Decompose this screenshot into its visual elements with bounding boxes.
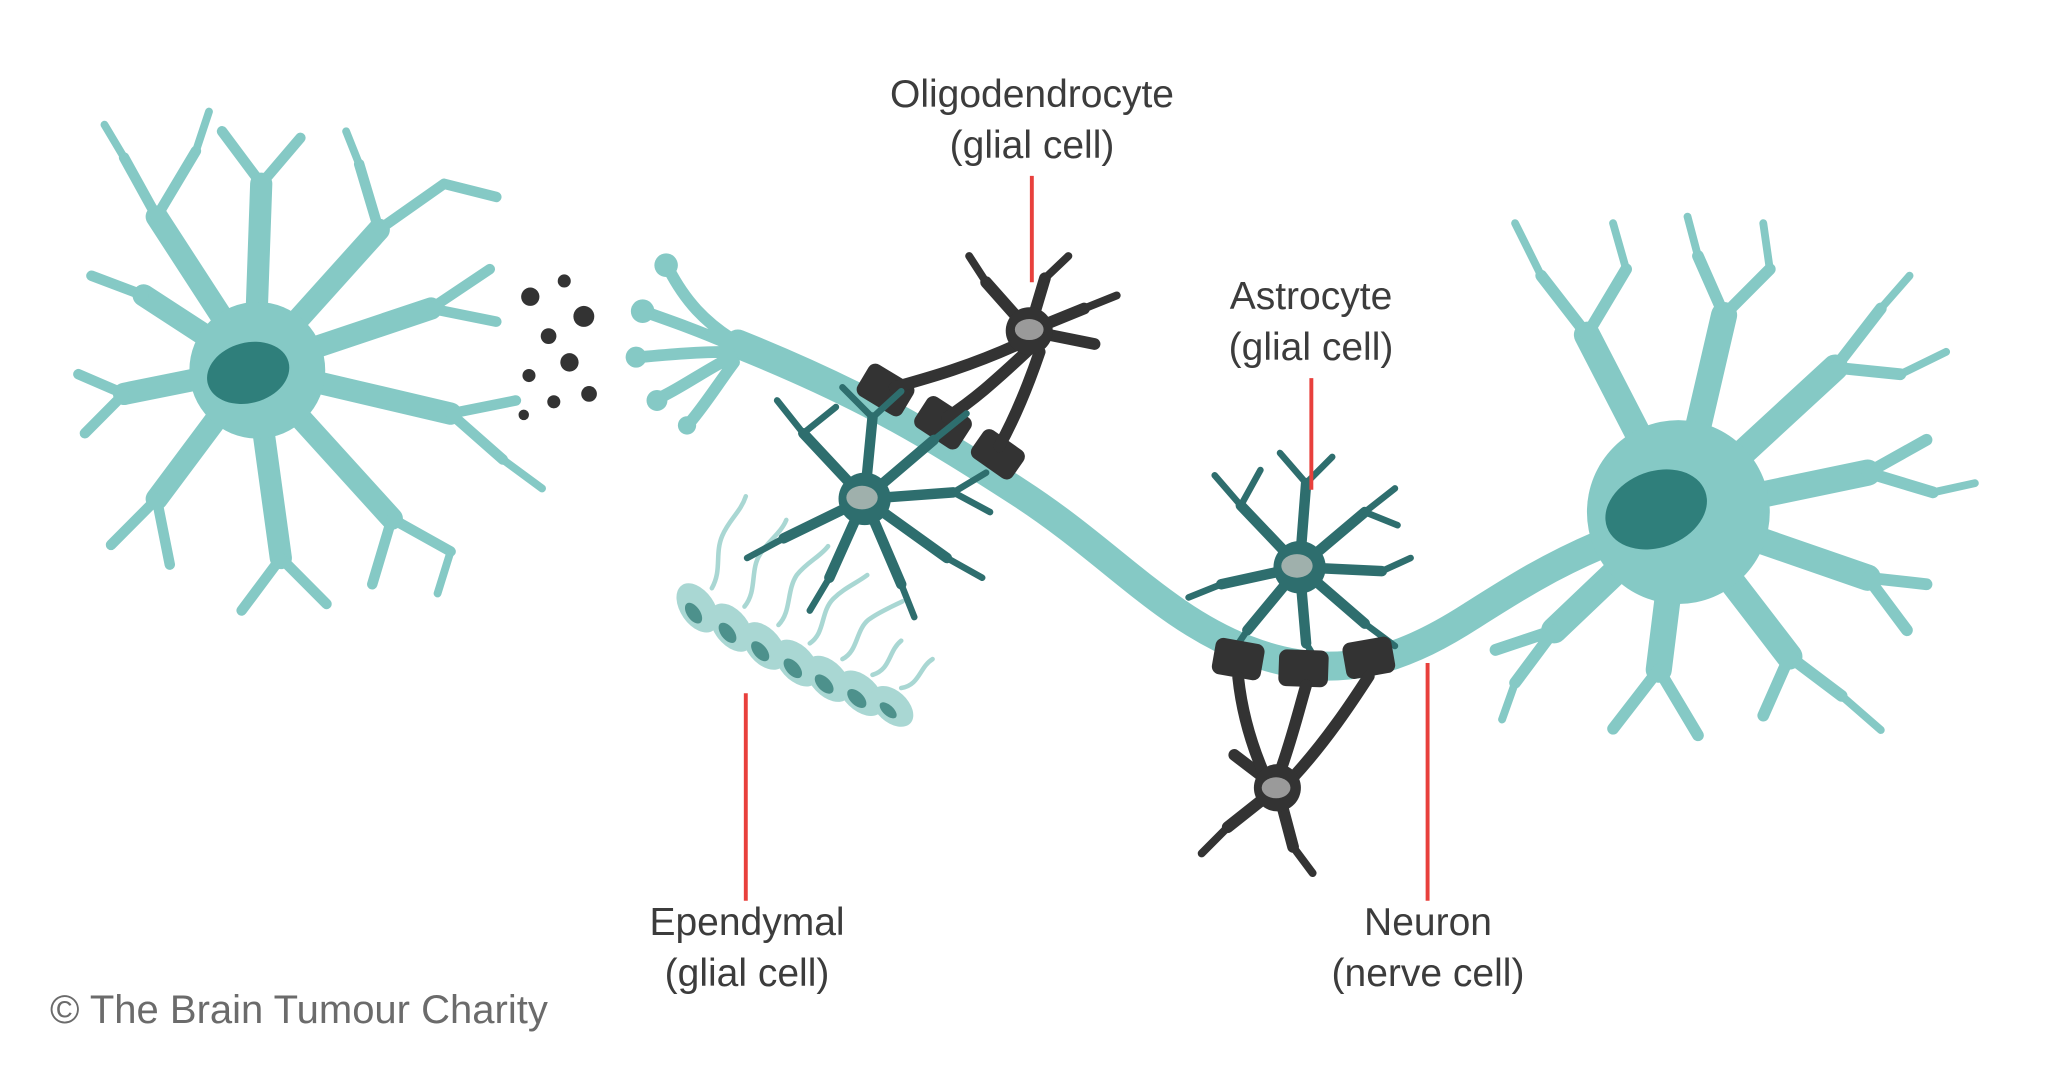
neurotransmitter-dot: [518, 409, 529, 421]
astrocyte-label-title: Astrocyte: [1229, 275, 1393, 318]
neurotransmitter-dot: [557, 274, 571, 288]
neuron-label-subtitle: (nerve cell): [1331, 951, 1525, 995]
ependymal-cells: [676, 494, 935, 727]
myelin-segment: [970, 429, 1025, 480]
oligodendrocyte-arm-twigs: [1197, 823, 1317, 878]
oligodendrocyte-label-subtitle: (glial cell): [949, 123, 1115, 167]
oligodendrocyte-nucleus: [1261, 777, 1291, 799]
left-neuron-nucleus: [207, 341, 290, 405]
neurotransmitter-dot: [540, 328, 557, 344]
neurotransmitter-dots: [518, 274, 597, 421]
ependymal-label-subtitle: (glial cell): [664, 951, 830, 995]
myelin-segments-top: [856, 363, 1025, 480]
oligodendrocyte-cell-bottom: [1197, 670, 1375, 878]
glial-branched-cell: [743, 384, 994, 621]
right-neuron-illustration: [1489, 212, 1979, 742]
myelin-segment: [856, 363, 915, 417]
myelin-segment: [1211, 637, 1265, 681]
left-neuron-branches-twigs: [100, 107, 546, 598]
neuron-label: Neuron (nerve cell): [1332, 898, 1525, 999]
ependymal-nucleus: [718, 622, 737, 643]
glial-cell-nucleus: [846, 485, 878, 510]
oligodendrocyte-cell-top: [888, 252, 1121, 453]
neurotransmitter-dot: [573, 305, 595, 327]
oligodendrocyte-label-title: Oligodendrocyte: [889, 73, 1175, 116]
ependymal-nucleus: [879, 702, 897, 719]
ependymal-nucleus: [814, 674, 834, 694]
neurotransmitter-dot: [547, 395, 561, 409]
left-neuron-illustration: [73, 107, 546, 616]
neuron-label-title: Neuron: [1364, 901, 1492, 944]
astrocyte-branches: [1216, 477, 1388, 649]
left-neuron-branches-secondary: [73, 126, 522, 616]
oligodendrocyte-myelin-arms: [888, 338, 1046, 453]
ependymal-label-title: Ependymal: [649, 901, 845, 944]
neurotransmitter-dot: [581, 386, 597, 402]
astrocyte-label: Astrocyte (glial cell): [1229, 272, 1394, 373]
neurotransmitter-dot: [560, 353, 579, 372]
ependymal-nuclei: [684, 602, 897, 719]
axon-terminal: [625, 253, 740, 435]
right-neuron-nucleus: [1605, 469, 1707, 550]
label-pointer-lines: [743, 175, 1430, 901]
axon-terminal-fingers: [634, 263, 740, 429]
myelin-segment: [914, 396, 972, 450]
ependymal-nucleus: [783, 658, 803, 679]
ependymal-nucleus: [751, 641, 770, 662]
myelin-segment: [1342, 636, 1396, 679]
astrocyte-cell: [1185, 449, 1414, 673]
ependymal-nucleus: [847, 689, 867, 708]
myelin-segments-bottom: [1211, 636, 1396, 688]
oligodendrocyte-label: Oligodendrocyte (glial cell): [890, 70, 1174, 171]
astrocyte-nucleus: [1281, 554, 1313, 578]
copyright-text: © The Brain Tumour Charity: [50, 988, 548, 1032]
left-neuron-branches-main: [112, 172, 462, 570]
terminal-bulb: [654, 253, 678, 278]
terminal-bulb: [646, 389, 668, 411]
terminal-bulb: [677, 416, 697, 435]
terminal-bulb: [625, 346, 647, 368]
ependymal-nucleus: [684, 602, 703, 624]
oligodendrocyte-nucleus: [1014, 319, 1044, 341]
glial-cell-branches: [778, 412, 959, 590]
myelin-segment: [1278, 649, 1329, 688]
glial-cell-twigs: [743, 384, 994, 621]
ependymal-cell: [870, 685, 914, 727]
axon: [625, 253, 1615, 681]
ependymal-label: Ependymal (glial cell): [649, 898, 844, 999]
axon-fiber: [723, 329, 1615, 681]
oligodendrocyte-arm-twigs: [965, 252, 1121, 313]
oligodendrocyte-arms: [980, 272, 1101, 350]
terminal-bulb: [630, 299, 655, 323]
neurotransmitter-dot: [522, 368, 536, 383]
right-neuron-branches-twigs: [1498, 212, 1979, 734]
oligodendrocyte-myelin-arms: [1232, 670, 1375, 784]
astrocyte-label-subtitle: (glial cell): [1228, 325, 1394, 369]
right-neuron-branches-secondary: [1489, 250, 1939, 742]
neurotransmitter-dot: [521, 287, 540, 306]
